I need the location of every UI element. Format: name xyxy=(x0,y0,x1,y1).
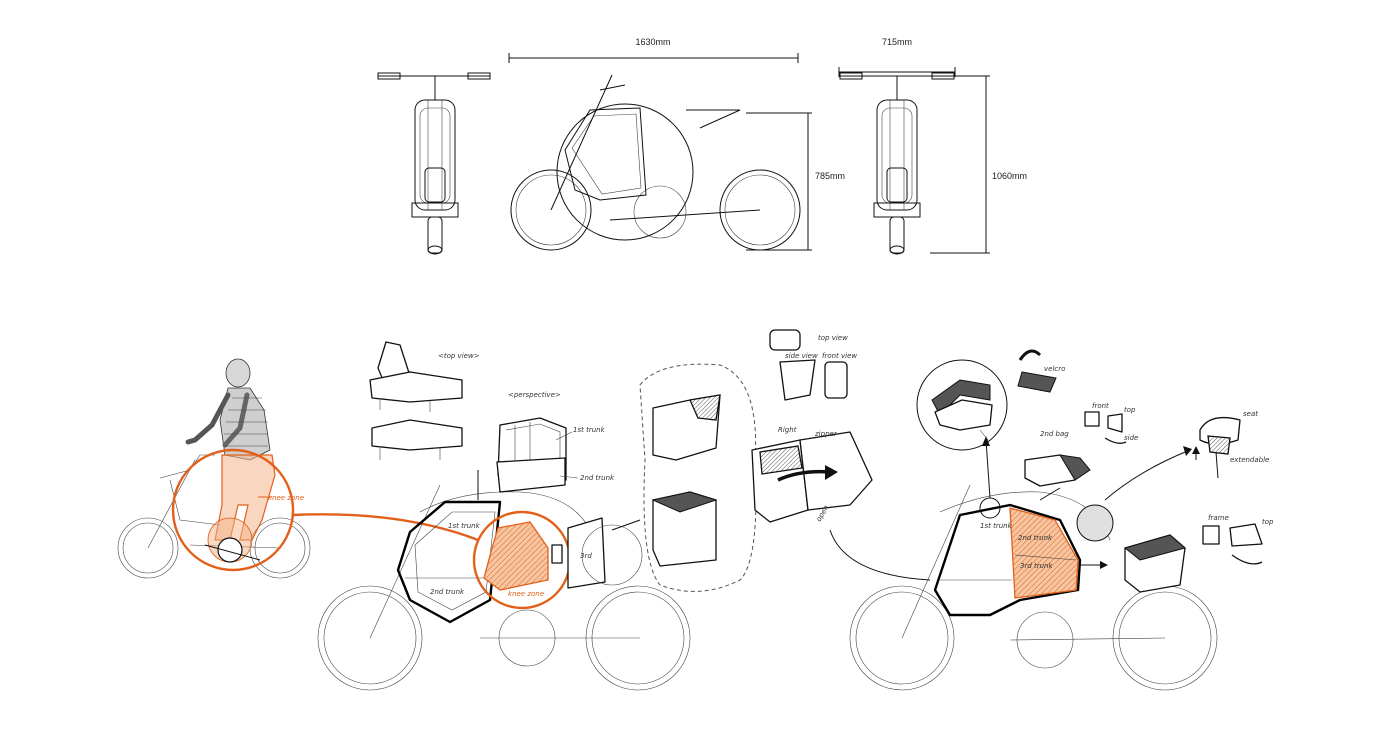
note-top-view-2: top view xyxy=(818,334,848,342)
note-knee-zone-1: knee zone xyxy=(268,494,304,502)
note-knee-zone-2: knee zone xyxy=(508,590,544,598)
dimension-front-width: 715mm xyxy=(882,37,912,47)
front-view-drawing xyxy=(377,72,491,255)
final-concept-sketch: 1st trunk 2nd trunk 3rd trunk velcro 2nd… xyxy=(849,349,1274,691)
zipper-bag-sketch: top view side view front view Right zipp… xyxy=(751,329,931,581)
dimension-front-height: 1060mm xyxy=(992,171,1027,181)
note-3rd-trunk: 3rd xyxy=(580,552,592,560)
note-velcro: velcro xyxy=(1044,365,1065,373)
note-rear-trunk-2: 2nd trunk xyxy=(1018,534,1053,542)
note-front-view: front view xyxy=(822,352,857,360)
note-top-view: <top view> xyxy=(438,352,480,360)
note-rear-trunk: 1st trunk xyxy=(980,522,1013,530)
dimension-side-height: 785mm xyxy=(815,171,845,181)
note-right: Right xyxy=(778,426,797,434)
note-2nd-trunk: 2nd trunk xyxy=(430,588,465,596)
rider-ergonomics-sketch: knee zone xyxy=(117,358,479,579)
rear-view-drawing: 715mm 1060mm xyxy=(838,37,1027,255)
note-side-view: side view xyxy=(785,352,818,360)
note-front: front xyxy=(1092,402,1109,410)
note-perspective: <perspective> xyxy=(508,391,561,399)
note-seat: seat xyxy=(1243,410,1258,418)
note-top-view-3: top xyxy=(1262,518,1274,526)
note-extendable: extendable xyxy=(1230,456,1269,464)
note-1st-trunk-b: 1st trunk xyxy=(573,426,606,434)
note-3rd-trunk-b: 3rd trunk xyxy=(1020,562,1053,570)
note-2nd-bag: 2nd bag xyxy=(1040,430,1069,438)
side-view-drawing: 1630mm 785mm xyxy=(508,37,845,251)
note-zipper: zipper xyxy=(814,430,838,438)
note-1st-trunk: 1st trunk xyxy=(448,522,481,530)
note-top: top xyxy=(1124,406,1136,414)
note-2nd-trunk-b: 2nd trunk xyxy=(580,474,615,482)
trunk-concept-sketch: 1st trunk 2nd trunk knee zone 3rd <top v… xyxy=(317,341,757,691)
dimension-side-length: 1630mm xyxy=(635,37,670,47)
note-frame: frame xyxy=(1208,514,1229,522)
note-side: side xyxy=(1124,434,1138,442)
